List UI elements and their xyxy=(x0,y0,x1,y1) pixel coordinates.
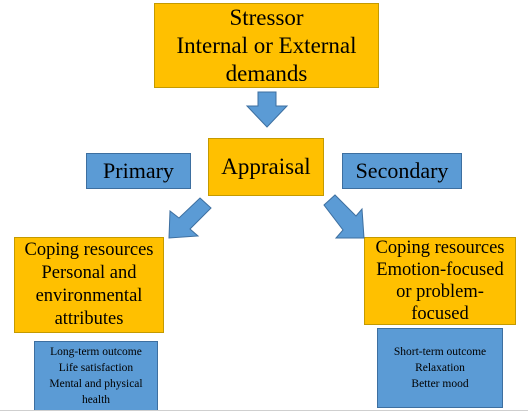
coping-right-line-3: or problem- xyxy=(396,282,484,302)
coping-left-line-3: environmental xyxy=(35,286,143,306)
diagonal-arrow-left-icon xyxy=(168,197,212,239)
coping-left-line-2: Personal and xyxy=(41,263,137,283)
coping-left-line-1: Coping resources xyxy=(24,240,154,260)
stressor-line-1: Stressor xyxy=(229,4,304,30)
outcome-left-line-2: Life satisfaction xyxy=(58,362,134,374)
stressor-line-3: demands xyxy=(225,60,308,86)
secondary-label: Secondary xyxy=(355,158,449,183)
outcome-left-line-4: health xyxy=(81,394,111,406)
secondary-box: Secondary xyxy=(342,153,462,189)
stressor-box: Stressor Internal or External demands xyxy=(154,3,379,88)
short-term-outcome-box: Short-term outcome Relaxation Better moo… xyxy=(377,328,503,408)
outcome-left-line-3: Mental and physical xyxy=(49,378,143,390)
outcome-right-line-3: Better mood xyxy=(411,378,469,390)
outcome-right-line-1: Short-term outcome xyxy=(393,346,487,358)
appraisal-label: Appraisal xyxy=(221,154,311,179)
outcome-left-line-1: Long-term outcome xyxy=(50,346,142,358)
coping-resources-emotion-box: Coping resources Emotion-focused or prob… xyxy=(364,237,516,325)
outcome-right-line-2: Relaxation xyxy=(415,362,465,374)
stressor-line-2: Internal or External xyxy=(176,32,357,58)
coping-right-line-2: Emotion-focused xyxy=(376,260,504,280)
coping-resources-personal-box: Coping resources Personal and environmen… xyxy=(14,237,164,333)
coping-right-line-4: focused xyxy=(411,304,469,324)
appraisal-box: Appraisal xyxy=(208,138,324,196)
bottom-divider xyxy=(0,410,528,411)
diagonal-arrow-right-icon xyxy=(323,194,365,239)
coping-right-line-1: Coping resources xyxy=(375,238,505,258)
primary-label: Primary xyxy=(103,158,174,183)
coping-left-line-4: attributes xyxy=(54,309,124,329)
down-arrow-icon xyxy=(245,91,289,128)
long-term-outcome-box: Long-term outcome Life satisfaction Ment… xyxy=(34,341,158,411)
primary-box: Primary xyxy=(86,153,191,189)
